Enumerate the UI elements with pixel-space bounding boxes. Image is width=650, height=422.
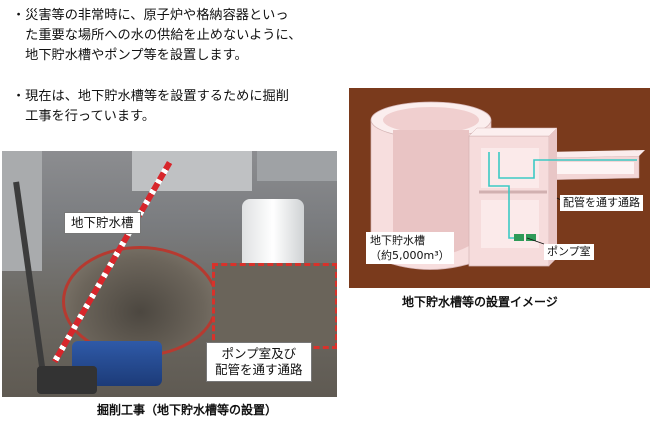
storage-tank bbox=[242, 199, 304, 265]
bullet-purpose: ・災害等の非常時に、原子炉や格納容器といっ た重要な場所への水の供給を止めないよ… bbox=[12, 6, 301, 66]
pump-unit bbox=[514, 234, 524, 241]
diagram-label-tank: 地下貯水槽 （約5,000m³） bbox=[366, 232, 454, 264]
bullet-purpose-line-1: ・災害等の非常時に、原子炉や格納容器といっ bbox=[12, 8, 289, 23]
diagram-label-tank-line-2: （約5,000m³） bbox=[370, 249, 450, 262]
pump-room-side bbox=[549, 128, 557, 266]
photo-label-pump-line-2: 配管を通す通路 bbox=[215, 362, 303, 377]
pipe-passage-top bbox=[539, 150, 645, 158]
pipe-vertical bbox=[488, 152, 510, 208]
excavation-photo bbox=[2, 151, 337, 397]
bullet-purpose-line-3: 地下貯水槽やポンプ等を設置します。 bbox=[12, 48, 248, 63]
photo-caption: 掘削工事（地下貯水槽等の設置） bbox=[97, 403, 278, 417]
photo-label-pump: ポンプ室及び 配管を通す通路 bbox=[206, 342, 312, 382]
diagram-label-pipe-passage: 配管を通す通路 bbox=[560, 195, 643, 211]
diagram-label-tank-line-1: 地下貯水槽 bbox=[370, 234, 425, 247]
bullet-status-line-1: ・現在は、地下貯水槽等を設置するために掘削 bbox=[12, 89, 289, 104]
diagram-caption: 地下貯水槽等の設置イメージ bbox=[402, 295, 558, 309]
photo-label-tank: 地下貯水槽 bbox=[64, 212, 141, 234]
pump-unit bbox=[526, 234, 536, 241]
bullet-status: ・現在は、地下貯水槽等を設置するために掘削 工事を行っています。 bbox=[12, 87, 289, 127]
photo-label-pump-line-1: ポンプ室及び bbox=[221, 346, 297, 361]
diagram-label-pump-room: ポンプ室 bbox=[544, 244, 594, 260]
tank-interior bbox=[393, 130, 469, 256]
pump-room-upper-floor bbox=[481, 148, 539, 188]
pipe-to-passage bbox=[498, 152, 637, 179]
pump-room-top bbox=[468, 127, 558, 137]
pipe-passage-interior bbox=[554, 162, 634, 174]
bullet-purpose-line-2: た重要な場所への水の供給を止めないように、 bbox=[12, 28, 302, 43]
pump-room-excavation bbox=[212, 263, 337, 349]
bullet-status-line-2: 工事を行っています。 bbox=[12, 109, 156, 124]
tank-opening bbox=[383, 107, 479, 133]
pointer-pump bbox=[526, 237, 545, 245]
construction-vehicle bbox=[37, 366, 97, 394]
